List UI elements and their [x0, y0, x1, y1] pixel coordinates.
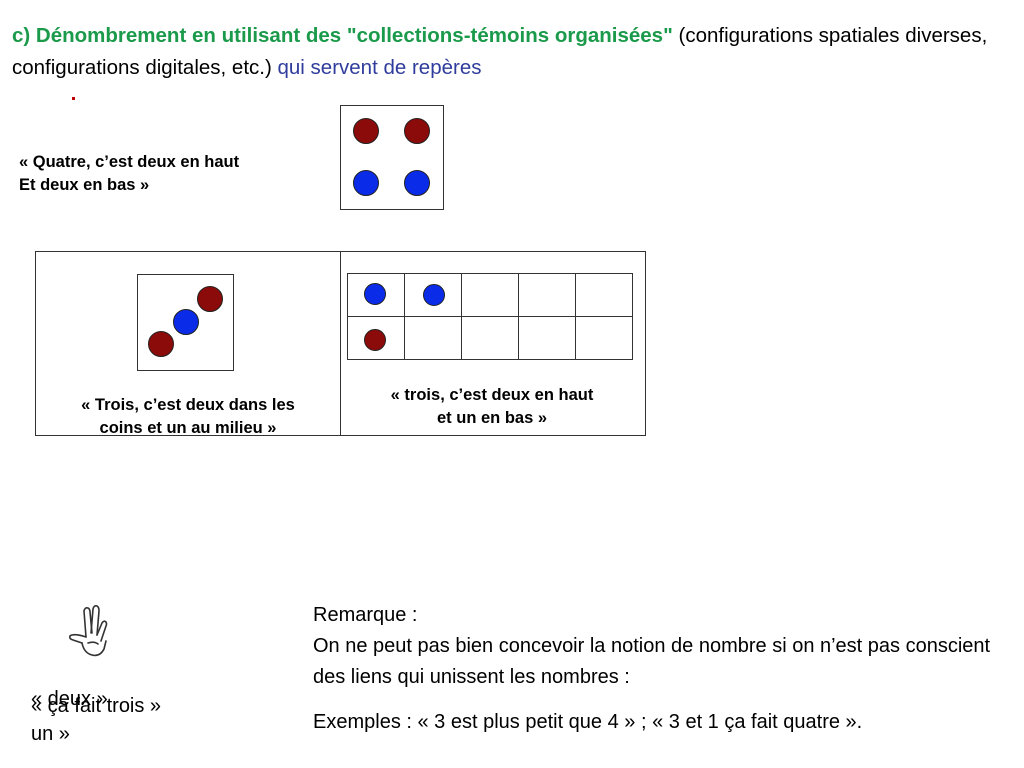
stray-mark — [72, 97, 75, 100]
dot-blue — [404, 170, 430, 196]
ca-fait-trois-label: « ça fait trois » — [31, 695, 162, 717]
grid-cell — [575, 316, 633, 360]
trois-dice-box — [137, 274, 234, 371]
remark-title: Remarque : — [313, 604, 418, 626]
grid-cell — [518, 316, 576, 360]
grid-cell — [461, 316, 519, 360]
dot-red — [364, 329, 386, 351]
trois-coins-caption-line1: « Trois, c’est deux dans les — [81, 396, 295, 414]
grid-cell — [518, 273, 576, 317]
un-label: un » — [31, 723, 70, 745]
panel-divider — [340, 252, 341, 435]
grid-cell — [404, 273, 462, 317]
remark-block: Remarque : On ne peut pas bien concevoir… — [313, 600, 1013, 738]
trois-comparison-frame: « Trois, c’est deux dans les coins et un… — [35, 251, 646, 437]
section-heading: c) Dénombrement en utilisant des "collec… — [12, 20, 1012, 84]
dot-blue — [173, 309, 199, 335]
trois-coins-caption-line2: coins et un au milieu » — [99, 419, 277, 437]
grid-cell — [575, 273, 633, 317]
heading-title: c) Dénombrement en utilisant des "collec… — [12, 24, 673, 47]
ten-frame-grid — [347, 273, 633, 360]
dot-blue — [353, 170, 379, 196]
heading-detail: (configurations spatiales diverses, conf… — [12, 24, 988, 79]
dot-red — [148, 331, 174, 357]
trois-coins-caption: « Trois, c’est deux dans les coins et un… — [38, 394, 338, 440]
quatre-dice-box — [340, 105, 444, 210]
remark-examples: Exemples : « 3 est plus petit que 4 » ; … — [313, 711, 863, 733]
dot-red — [404, 118, 430, 144]
deux-label: « deux » — [31, 688, 108, 710]
grid-cell — [404, 316, 462, 360]
three-fingers-hand-icon — [64, 603, 114, 661]
grid-cell — [461, 273, 519, 317]
quatre-caption-line1: « Quatre, c’est deux en haut — [19, 153, 240, 171]
grid-cell — [347, 273, 405, 317]
heading-highlight: qui servent de repères — [277, 56, 482, 79]
dot-red — [197, 286, 223, 312]
remark-body: On ne peut pas bien concevoir la notion … — [313, 635, 991, 688]
dot-red — [353, 118, 379, 144]
dot-blue — [364, 283, 386, 305]
quatre-caption-line2: Et deux en bas » — [19, 176, 150, 194]
trois-grille-caption: « trois, c’est deux en haut et un en bas… — [342, 384, 642, 430]
dot-blue — [423, 284, 445, 306]
grid-cell — [347, 316, 405, 360]
quatre-caption: « Quatre, c’est deux en haut Et deux en … — [19, 151, 239, 197]
trois-grille-caption-line2: et un en bas » — [436, 409, 548, 427]
trois-grille-caption-line1: « trois, c’est deux en haut — [390, 386, 594, 404]
